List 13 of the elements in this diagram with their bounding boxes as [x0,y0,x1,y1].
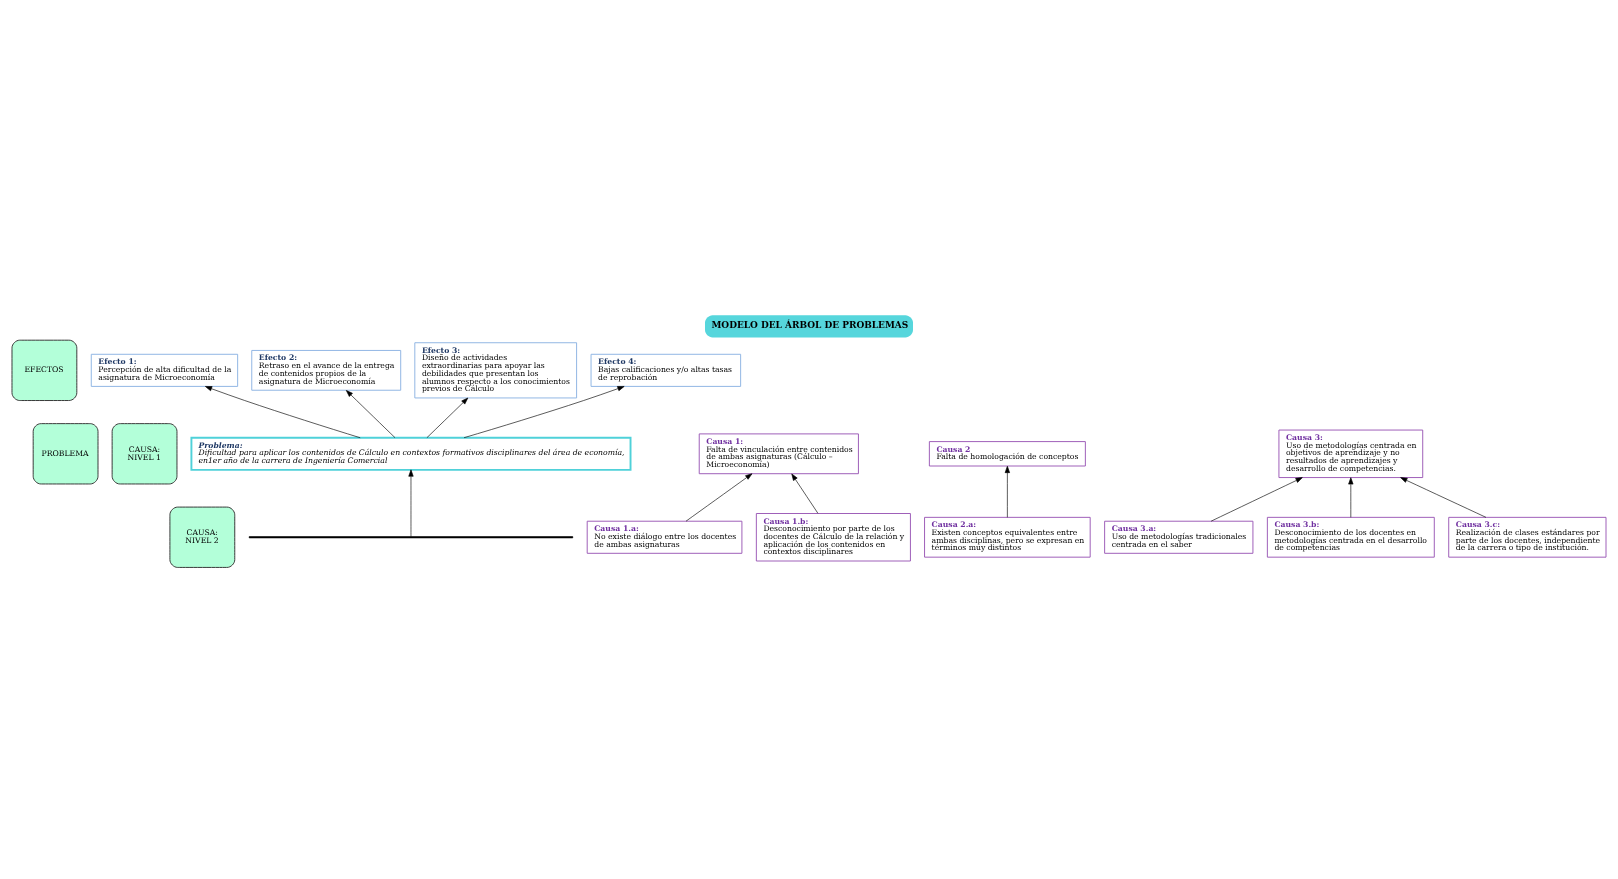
arrow [1400,476,1487,518]
arrow [1210,476,1303,521]
arrow [1004,465,1010,518]
arrow [463,385,625,438]
arrow [426,397,469,438]
arrow [408,469,414,537]
arrow [205,385,361,438]
diagram-title: MODELO DEL ÁRBOL DE PROBLEMAS [711,319,909,330]
node-bar [248,535,574,538]
arrow [1348,476,1354,518]
arrow [791,473,819,514]
arrow [685,472,753,521]
arrow [345,389,396,438]
